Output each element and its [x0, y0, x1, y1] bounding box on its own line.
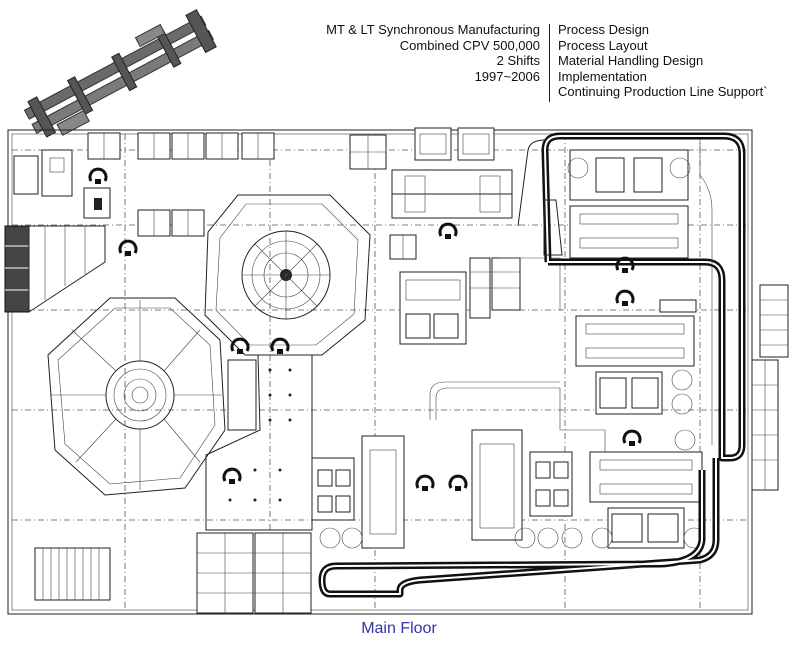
station-right-bottom [589, 429, 705, 549]
octagonal-assembly-center [204, 194, 371, 356]
aisle-lines [429, 257, 606, 452]
scope-item: Continuing Production Line Support` [558, 84, 768, 99]
transfer-area [205, 354, 313, 531]
scope-item: Material Handling Design [558, 53, 704, 68]
chassis-frame-render [23, 9, 217, 138]
summary-line: 2 Shifts [496, 53, 540, 68]
summary-line: 1997~2006 [474, 68, 540, 84]
header-divider [549, 24, 550, 102]
summary-line: Combined CPV 500,000 [399, 37, 540, 53]
project-summary: MT & LT Synchronous Manufacturing Combin… [326, 22, 540, 84]
bottom-left-racks [34, 532, 312, 614]
floor-caption: Main Floor [361, 620, 437, 637]
octagonal-assembly-left [47, 297, 257, 496]
left-equipment [13, 149, 111, 219]
station-middle [399, 257, 521, 345]
dock-doors-left [4, 225, 106, 313]
station-right-top [567, 149, 691, 259]
summary-line: MT & LT Synchronous Manufacturing [326, 22, 540, 37]
storage-racks-top [87, 132, 417, 260]
station-right-middle [575, 299, 697, 415]
scope-list: Process Design Process Layout Material H… [558, 22, 768, 100]
dock-racks-right [751, 284, 789, 491]
station-bottom-center [311, 429, 583, 549]
main-conveyor-loop [318, 132, 746, 598]
scope-item: Implementation [558, 68, 647, 84]
scope-item: Process Layout [558, 37, 648, 53]
scope-item: Process Design [558, 22, 650, 37]
station-top-center [391, 127, 513, 219]
